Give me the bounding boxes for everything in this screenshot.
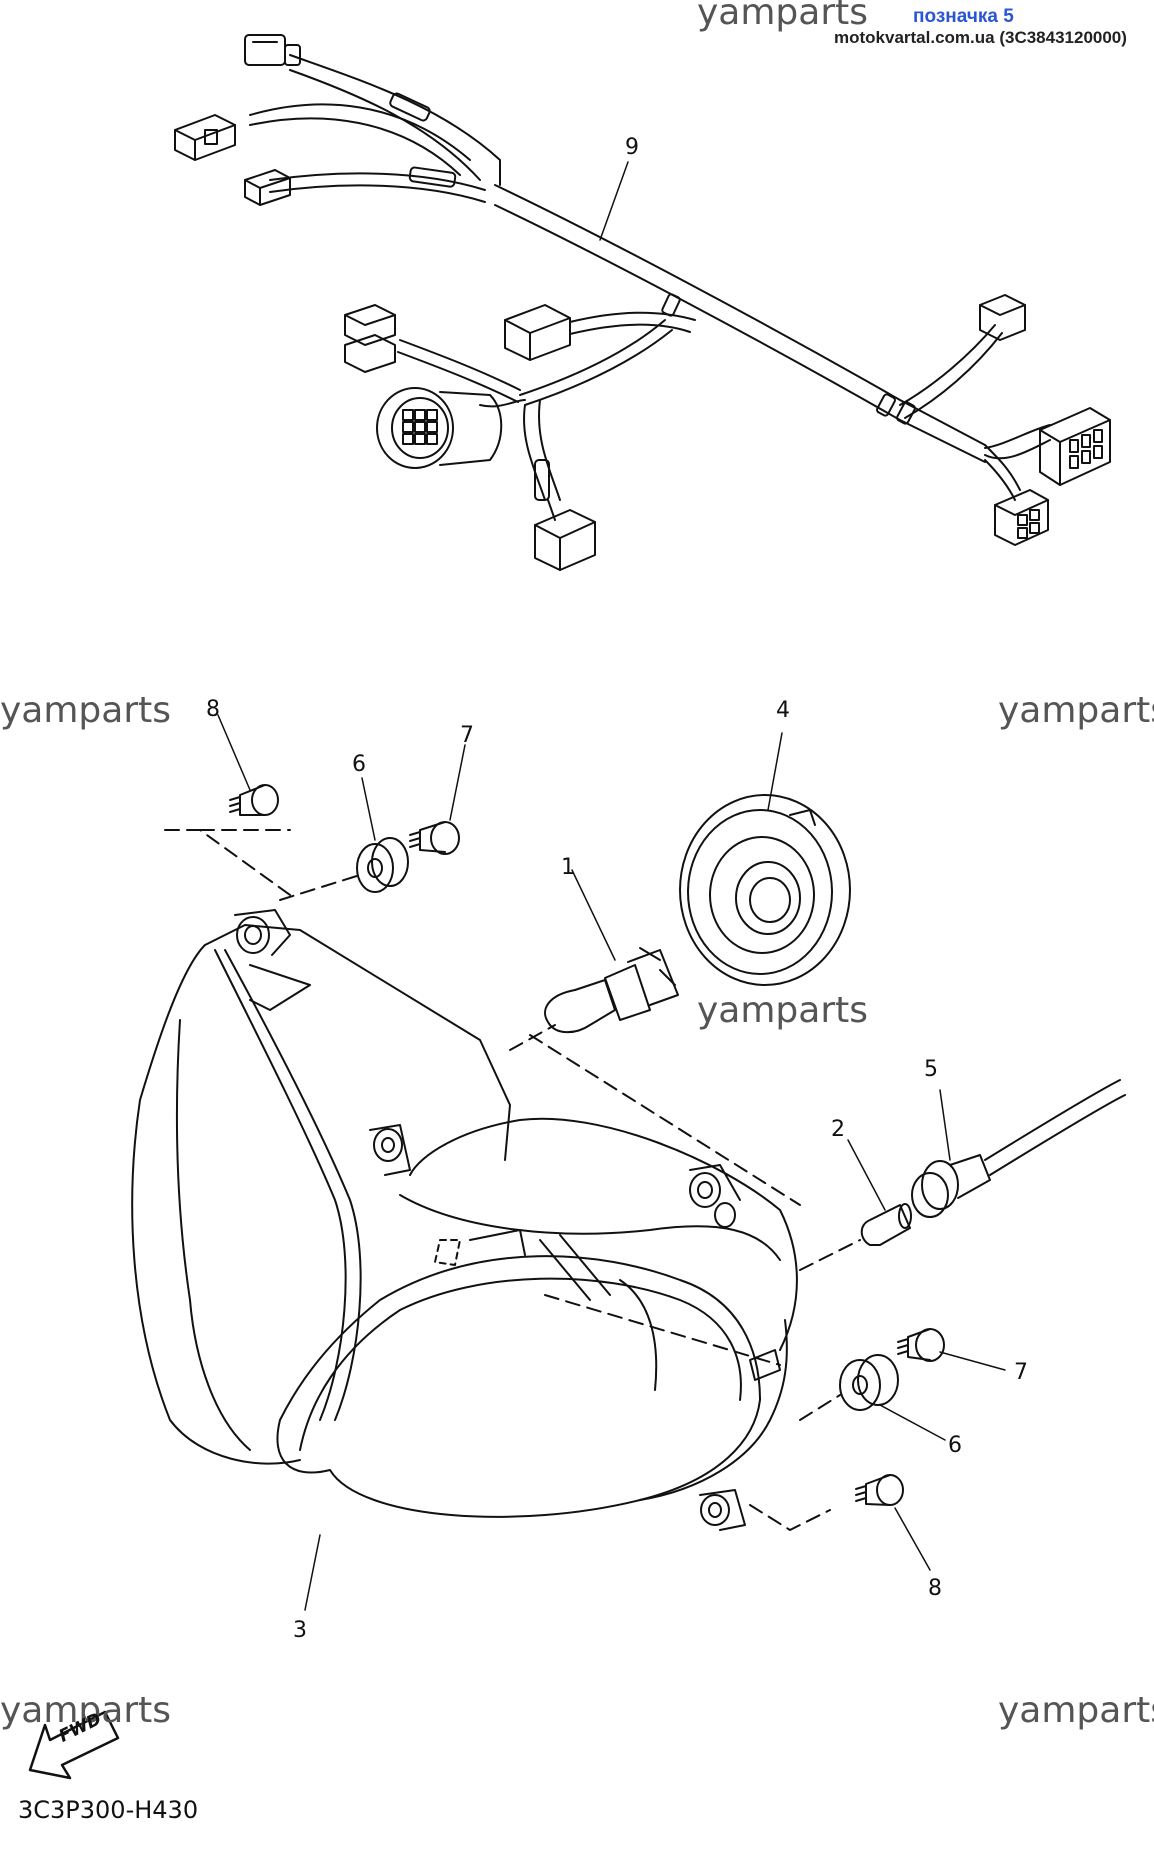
harness-connector-top — [244, 34, 301, 66]
harness-connector-4 — [344, 304, 396, 373]
callout-8-top: 8 — [206, 697, 220, 722]
harness-connector-3 — [244, 169, 291, 206]
watermark-right-bottom: yamparts — [998, 1690, 1154, 1731]
watermark-center: yamparts — [697, 990, 869, 1031]
diagram-badge[interactable]: позначка 5 — [913, 6, 1014, 27]
harness-connector-bottom — [534, 509, 596, 571]
harness-connector-2 — [174, 114, 236, 161]
callout-2: 2 — [831, 1117, 845, 1142]
harness-connector-5 — [504, 304, 571, 361]
bolt-7-top — [409, 744, 466, 855]
callout-1: 1 — [561, 855, 575, 880]
fwd-arrow-icon — [28, 1710, 120, 1780]
watermark-left-bottom: yamparts — [0, 1690, 172, 1731]
callout-6-bottom: 6 — [948, 1433, 962, 1458]
callout-6-top: 6 — [352, 752, 366, 777]
position-bulb-2 — [799, 1139, 912, 1271]
socket-5 — [911, 1079, 1126, 1218]
diagram-code: 3C3P300-H430 — [18, 1796, 199, 1824]
harness-multipin-connector — [1039, 407, 1111, 486]
callout-3: 3 — [293, 1618, 307, 1643]
wire-harness — [174, 34, 1111, 571]
grommet-6-top — [356, 777, 409, 893]
watermark-right-mid: yamparts — [998, 690, 1154, 731]
harness-connector-right — [979, 294, 1026, 341]
dust-cover-4 — [679, 732, 851, 986]
watermark-header: yamparts — [697, 0, 869, 33]
headlight-bulb-1 — [509, 869, 679, 1051]
callout-4: 4 — [776, 698, 790, 723]
callout-7-top: 7 — [460, 723, 474, 748]
grommet-6-bottom — [799, 1354, 946, 1441]
source-reference: motokvartal.com.ua (3C3843120000) — [834, 28, 1127, 47]
callout-8-bottom: 8 — [928, 1576, 942, 1601]
harness-round-connector — [376, 387, 503, 469]
callout-5: 5 — [924, 1057, 938, 1082]
callout-7-bottom: 7 — [1014, 1360, 1028, 1385]
watermark-left-mid: yamparts — [0, 690, 172, 731]
headlight-assembly-3 — [131, 829, 801, 1611]
bolt-8-top — [199, 714, 291, 831]
callout-9: 9 — [625, 135, 639, 160]
harness-multipin-connector-2 — [994, 489, 1049, 546]
bolt-8-bottom — [749, 1474, 931, 1571]
bolt-7-bottom — [897, 1328, 1006, 1371]
